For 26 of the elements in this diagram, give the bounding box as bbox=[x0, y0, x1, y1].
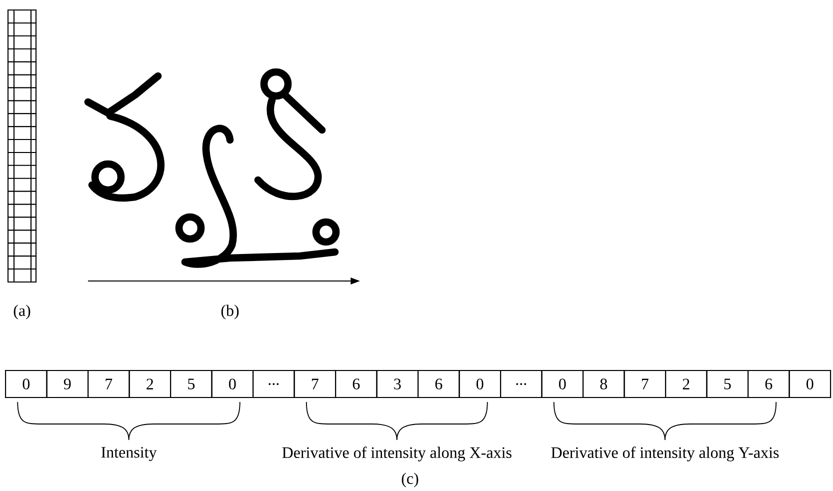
table-cell: 0 bbox=[211, 370, 254, 398]
table-cell: 2 bbox=[128, 370, 172, 398]
table-cell: 7 bbox=[294, 370, 336, 398]
panel-label: (c) bbox=[402, 472, 418, 488]
table-cell: 2 bbox=[665, 370, 708, 398]
table-cell: 0 bbox=[5, 370, 48, 398]
panel-label: (a) bbox=[14, 304, 30, 320]
table-cell: 3 bbox=[376, 370, 419, 398]
table-cell: 7 bbox=[88, 370, 130, 398]
table-cell: 8 bbox=[582, 370, 625, 398]
table-cell: 5 bbox=[170, 370, 212, 398]
table-cell: 6 bbox=[418, 370, 460, 398]
brace-label: Intensity bbox=[101, 446, 157, 461]
brace-label: Derivative of intensity along X-axis bbox=[282, 446, 512, 462]
table-cell: 5 bbox=[706, 370, 749, 398]
table-cell: 6 bbox=[748, 370, 790, 398]
brace-label: Derivative of intensity along Y-axis bbox=[551, 446, 779, 462]
table-cell: 0 bbox=[458, 370, 502, 398]
table-cell: 6 bbox=[335, 370, 378, 398]
table-cell: 0 bbox=[541, 370, 584, 398]
table-cell: ... bbox=[252, 370, 295, 398]
table-cell: 9 bbox=[46, 370, 89, 398]
table-cell: ... bbox=[500, 370, 542, 398]
panel-label: (b) bbox=[221, 304, 239, 320]
table-cell: 7 bbox=[624, 370, 666, 398]
table-cell: 0 bbox=[788, 370, 832, 398]
